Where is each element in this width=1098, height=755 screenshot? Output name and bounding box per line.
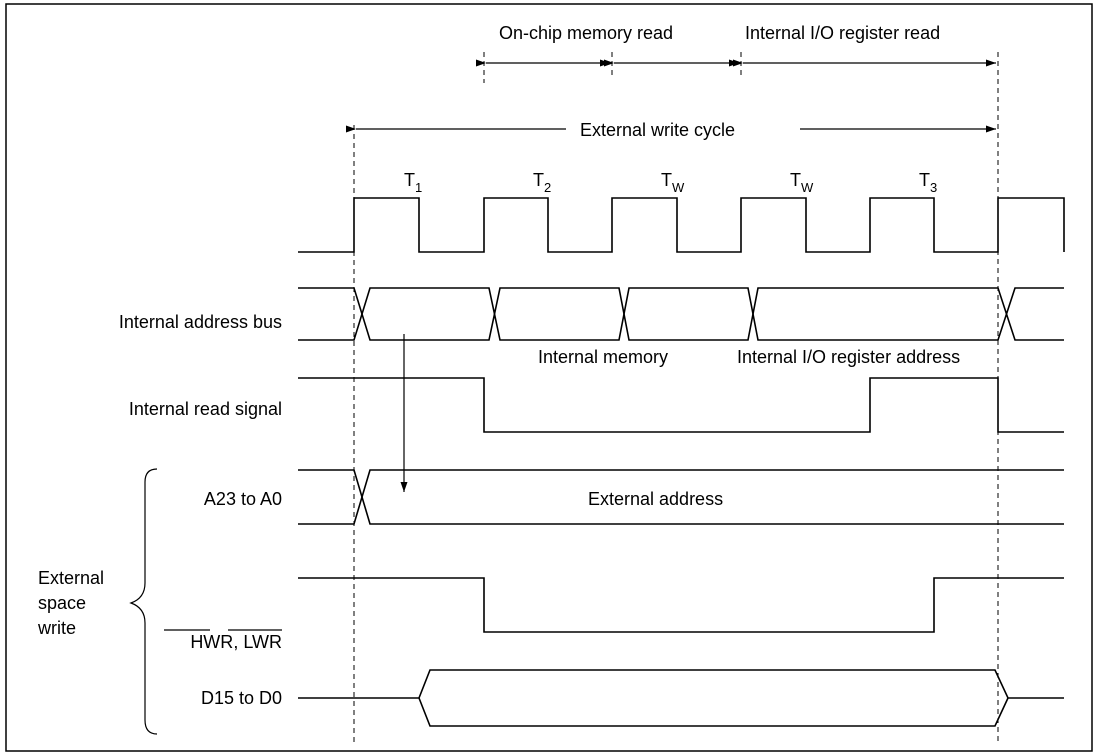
state-labels: T1 T2 TW TW T3 bbox=[404, 170, 937, 195]
external-space-write-brace bbox=[129, 468, 158, 735]
signal-labels: Internal address bus Internal read signa… bbox=[119, 312, 282, 708]
diagram-frame bbox=[5, 3, 1093, 752]
internal-address-bus-label: Internal address bus bbox=[119, 312, 282, 332]
clock-waveform bbox=[298, 197, 1065, 253]
a23-a0-waveform bbox=[298, 469, 1064, 525]
internal-io-register-address-label: Internal I/O register address bbox=[737, 347, 960, 367]
internal-address-bus-waveform bbox=[298, 287, 1064, 341]
read-annotations: On-chip memory read Internal I/O registe… bbox=[476, 23, 996, 67]
external-write-cycle-annotation: External write cycle bbox=[346, 120, 996, 140]
internal-read-signal-label: Internal read signal bbox=[129, 399, 282, 419]
svg-text:write: write bbox=[37, 618, 76, 638]
state-t1: T1 bbox=[404, 170, 422, 195]
external-address-label: External address bbox=[588, 489, 723, 509]
internal-read-signal-waveform bbox=[298, 377, 1064, 433]
state-t3: T3 bbox=[919, 170, 937, 195]
state-t2: T2 bbox=[533, 170, 551, 195]
onchip-memory-read-label: On-chip memory read bbox=[499, 23, 673, 43]
svg-text:space: space bbox=[38, 593, 86, 613]
external-write-cycle-label: External write cycle bbox=[580, 120, 735, 140]
state-tw-2: TW bbox=[790, 170, 814, 195]
cycle-boundaries bbox=[353, 52, 999, 745]
internal-memory-label: Internal memory bbox=[538, 347, 668, 367]
internal-io-register-read-label: Internal I/O register read bbox=[745, 23, 940, 43]
svg-text:External: External bbox=[38, 568, 104, 588]
d15-d0-waveform bbox=[298, 669, 1064, 727]
hwr-lwr-waveform bbox=[298, 577, 1064, 633]
state-tw-1: TW bbox=[661, 170, 685, 195]
hwr-lwr-label: HWR, LWR bbox=[190, 632, 282, 652]
a23-a0-label: A23 to A0 bbox=[204, 489, 282, 509]
external-space-write-label: External space write bbox=[37, 568, 104, 638]
d15-d0-label: D15 to D0 bbox=[201, 688, 282, 708]
